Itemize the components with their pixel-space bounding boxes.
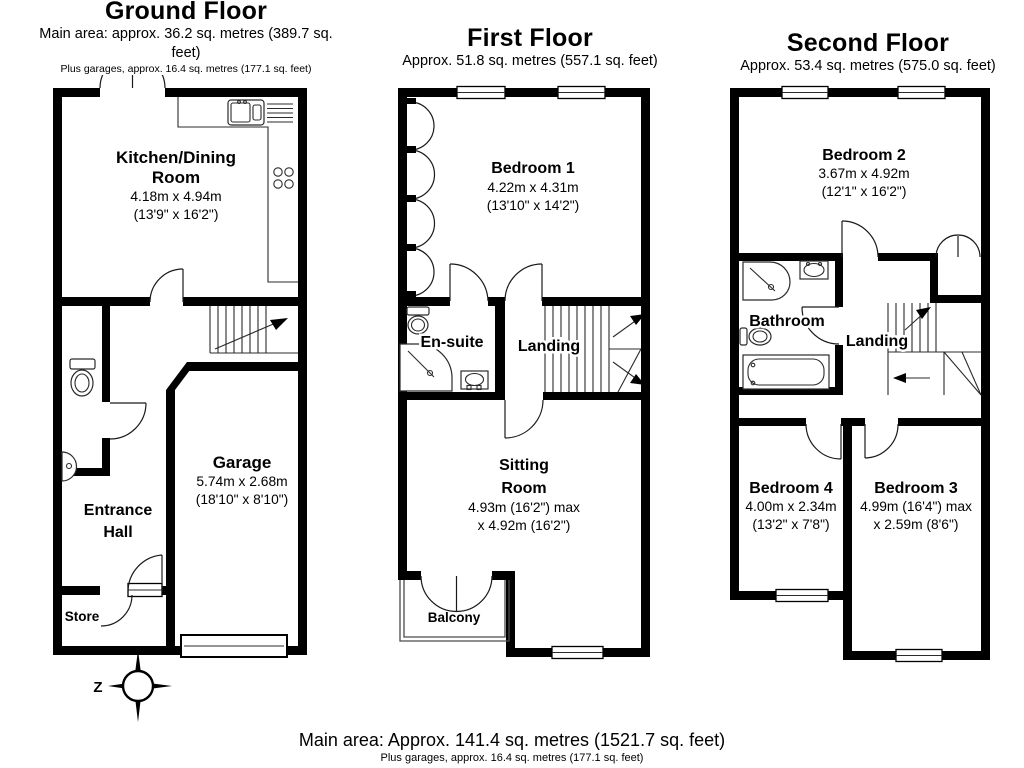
footer-main-area: Main area: Approx. 141.4 sq. metres (152… bbox=[298, 730, 726, 750]
shower-icon bbox=[399, 343, 453, 392]
basin-icon bbox=[460, 370, 489, 391]
window bbox=[775, 588, 829, 603]
bedroom3-dims-imperial: x 2.59m (8'6") bbox=[874, 517, 959, 532]
sitting-room-dims-imperial: x 4.92m (16'2") bbox=[478, 518, 571, 533]
first-floor-title: First Floor bbox=[467, 24, 593, 52]
room-labels: Bedroom 1 4.22m x 4.31m (13'10" x 14'2")… bbox=[418, 160, 583, 625]
compass-icon bbox=[108, 650, 172, 722]
bedroom1-dims-imperial: (13'10" x 14'2") bbox=[487, 198, 580, 213]
sitting-room-label-2: Room bbox=[501, 480, 546, 497]
garage-dims-imperial: (18'10" x 8'10") bbox=[196, 492, 289, 507]
bedroom2-door-arc bbox=[841, 220, 879, 258]
store-door-arc bbox=[100, 594, 133, 627]
balcony-outline bbox=[399, 580, 510, 642]
ground-floor-subtitle: Main area: approx. 36.2 sq. metres (389.… bbox=[39, 26, 333, 61]
entry-double-door bbox=[99, 75, 166, 89]
bedroom3-dims-metric: 4.99m (16'4") max bbox=[860, 499, 972, 514]
first-floor-plan: Bedroom 1 4.22m x 4.31m (13'10" x 14'2")… bbox=[398, 85, 650, 660]
kitchen-label: Kitchen/Dining bbox=[116, 148, 236, 167]
bathroom-door-arc bbox=[801, 306, 840, 345]
bedroom1-dims-metric: 4.22m x 4.31m bbox=[487, 180, 578, 195]
ground-floor-header: Ground Floor Main area: approx. 36.2 sq.… bbox=[30, 0, 342, 76]
garage-door bbox=[180, 634, 288, 658]
landing-label: Landing bbox=[846, 333, 908, 350]
kitchen-sink-icon bbox=[227, 99, 265, 126]
bedroom4-door-arc bbox=[805, 423, 842, 460]
front-door bbox=[127, 554, 163, 598]
second-floor-header: Second Floor Approx. 53.4 sq. metres (57… bbox=[718, 30, 1018, 76]
window bbox=[897, 85, 946, 100]
kitchen-dims-imperial: (13'9" x 16'2") bbox=[134, 207, 219, 222]
windows bbox=[456, 85, 606, 660]
ensuite-fixtures bbox=[399, 306, 489, 392]
balcony-doors bbox=[420, 575, 493, 613]
bedroom2-label: Bedroom 2 bbox=[822, 147, 906, 164]
wc-door-arc bbox=[109, 402, 147, 440]
entrance-hall-label-2: Hall bbox=[103, 524, 132, 541]
first-floor-subtitle: Approx. 51.8 sq. metres (557.1 sq. feet) bbox=[402, 53, 658, 69]
toilet-icon bbox=[69, 358, 96, 397]
bedroom2-dims-imperial: (12'1" x 16'2") bbox=[822, 184, 907, 199]
bathroom-label: Bathroom bbox=[749, 313, 825, 330]
second-floor-plan: Bedroom 2 3.67m x 4.92m (12'1" x 16'2") … bbox=[730, 85, 990, 663]
cupboard-doors bbox=[935, 234, 981, 258]
window bbox=[557, 85, 606, 100]
toilet-icon bbox=[406, 306, 430, 335]
balcony-label: Balcony bbox=[428, 610, 481, 625]
sitting-room-dims-metric: 4.93m (16'2") max bbox=[468, 500, 580, 515]
ensuite-label: En-suite bbox=[420, 334, 483, 351]
bedroom1-label: Bedroom 1 bbox=[491, 160, 575, 177]
sitting-room-door-arc bbox=[504, 399, 544, 439]
sitting-room-label: Sitting bbox=[499, 457, 549, 474]
window bbox=[781, 85, 829, 100]
bedroom3-door-arc bbox=[864, 423, 899, 459]
kitchen-label-2: Room bbox=[152, 168, 200, 187]
store-label: Store bbox=[65, 609, 100, 624]
shower-icon bbox=[742, 261, 791, 301]
room-labels: Bedroom 2 3.67m x 4.92m (12'1" x 16'2") … bbox=[745, 147, 972, 532]
window bbox=[551, 645, 604, 660]
garage-dims-metric: 5.74m x 2.68m bbox=[196, 474, 287, 489]
stairs-icon bbox=[544, 306, 645, 393]
bedroom3-label: Bedroom 3 bbox=[874, 480, 958, 497]
bedroom1-door-arc bbox=[504, 263, 543, 302]
bedroom4-label: Bedroom 4 bbox=[749, 480, 833, 497]
second-floor-title: Second Floor bbox=[786, 29, 950, 57]
kitchen-counter bbox=[177, 97, 298, 283]
bathtub-icon bbox=[742, 354, 830, 390]
compass-label: Z bbox=[93, 679, 102, 696]
basin-icon bbox=[799, 260, 829, 280]
footer: Main area: Approx. 141.4 sq. metres (152… bbox=[0, 729, 1024, 765]
ground-floor-title: Ground Floor bbox=[104, 0, 268, 25]
entrance-hall-label: Entrance bbox=[84, 502, 153, 519]
garage-label: Garage bbox=[213, 453, 272, 472]
bedroom4-dims-imperial: (13'2" x 7'8") bbox=[752, 517, 829, 532]
wardrobe-icon bbox=[407, 98, 436, 297]
bedroom4-dims-metric: 4.00m x 2.34m bbox=[745, 499, 836, 514]
footer-note: Plus garages, approx. 16.4 sq. metres (1… bbox=[380, 752, 644, 764]
stairs-icon bbox=[887, 303, 982, 396]
hob-icon bbox=[273, 167, 294, 189]
bedroom2-dims-metric: 3.67m x 4.92m bbox=[818, 166, 909, 181]
second-floor-subtitle: Approx. 53.4 sq. metres (575.0 sq. feet) bbox=[740, 58, 996, 74]
landing-label: Landing bbox=[518, 338, 580, 355]
stairs-icon bbox=[209, 306, 298, 354]
kitchen-dims-metric: 4.18m x 4.94m bbox=[130, 189, 221, 204]
basin-icon bbox=[61, 451, 78, 482]
bathroom-fixtures bbox=[739, 260, 830, 390]
ground-floor-note: Plus garages, approx. 16.4 sq. metres (1… bbox=[60, 63, 312, 75]
ground-floor-plan: Kitchen/Dining Room 4.18m x 4.94m (13'9"… bbox=[53, 75, 307, 722]
drainer-icon bbox=[267, 103, 293, 123]
wc-fixtures bbox=[61, 358, 96, 482]
toilet-icon bbox=[739, 327, 772, 346]
window bbox=[456, 85, 506, 100]
first-floor-header: First Floor Approx. 51.8 sq. metres (557… bbox=[380, 25, 680, 71]
room-labels: Kitchen/Dining Room 4.18m x 4.94m (13'9"… bbox=[65, 148, 289, 696]
window bbox=[895, 648, 943, 663]
ensuite-door-arc bbox=[449, 263, 489, 302]
kitchen-door-arc bbox=[149, 268, 184, 303]
windows bbox=[775, 85, 946, 663]
